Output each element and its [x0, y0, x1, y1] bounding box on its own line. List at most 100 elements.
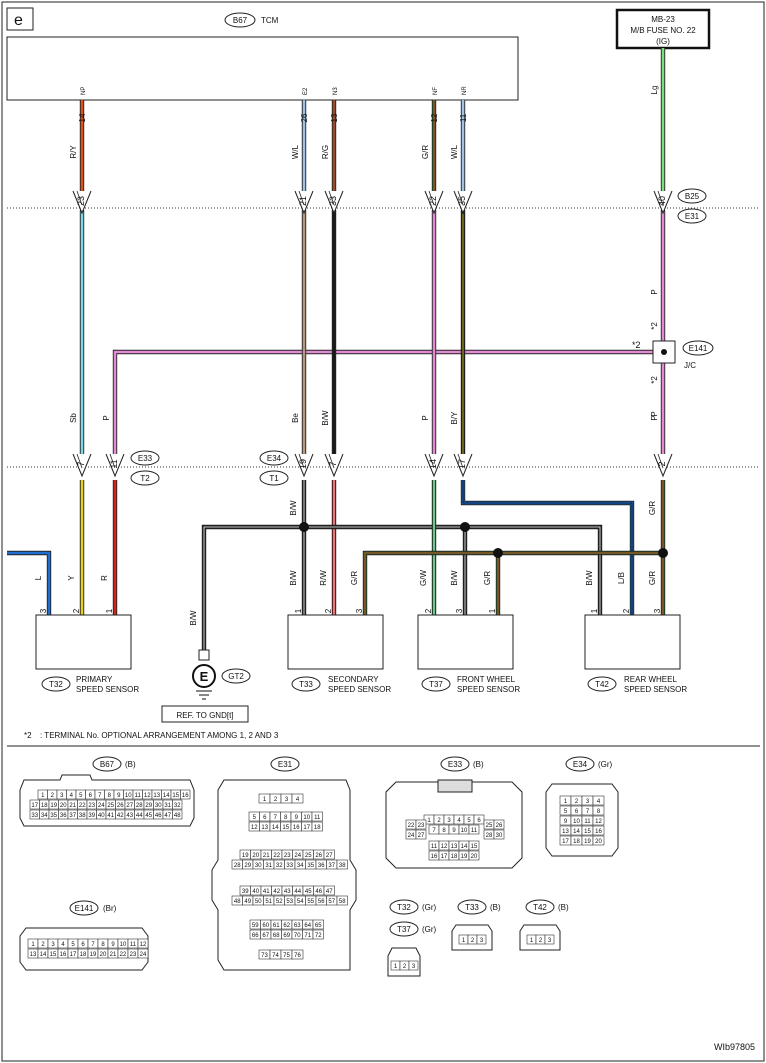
e34-row-2-pin: 12 [595, 819, 602, 825]
b67-row-0-pin: 9 [117, 793, 121, 799]
sensor-ref-oval-3 [587, 676, 617, 692]
e31-row-7-pin: 60 [262, 923, 269, 929]
e141-oval [69, 900, 99, 916]
e31-row-7-pin: 65 [315, 923, 322, 929]
e31-row-0-pin: 4 [296, 797, 300, 803]
sensor-wire-label-y: Y [67, 575, 76, 581]
b67-row-2-pin: 45 [145, 813, 152, 819]
e33-left-cell [415, 829, 427, 840]
tcm-wire-label-3: G/R [421, 145, 430, 159]
e31-oval [270, 756, 300, 772]
e34-row-4-pin: 18 [573, 839, 580, 845]
e34-row-3-pin: 16 [595, 829, 602, 835]
e31-row-4-pin: 37 [328, 863, 335, 869]
sensor-wire-label-bw_trunk: B/W [289, 500, 298, 516]
e31-row-6-pin: 54 [297, 899, 304, 905]
e31-row-5-pin: 42 [273, 889, 280, 895]
sensor-ref-oval-1 [291, 676, 321, 692]
e34-ref: E34 [267, 454, 282, 463]
e33-top-0-pin: 6 [477, 818, 481, 824]
conn-lg-inner [657, 190, 664, 206]
b67-row-1-pin: 21 [69, 803, 76, 809]
sensor-wire-label-t42_gr: G/R [648, 571, 657, 585]
e31-row-0-pin: 2 [274, 797, 278, 803]
e141-row-0-cell [137, 938, 149, 949]
conn-lower-4 [424, 453, 444, 478]
conn-lower-4-label: 14 [428, 459, 438, 469]
conn-n3-inner [328, 190, 335, 206]
e31-row-1-pin: 5 [253, 815, 257, 821]
e33-bottom-1-cell [468, 850, 480, 861]
e33-left-pin: 24 [408, 833, 415, 839]
e31-row-4-pin: 31 [265, 863, 272, 869]
e141-row-0-pin: 7 [91, 942, 95, 948]
bw-branch-t37-stripe [304, 526, 601, 615]
t42-row-pin: 3 [548, 938, 552, 944]
e31-row-3-pin: 19 [242, 853, 249, 859]
ground-circle [192, 664, 216, 688]
b67-oval [92, 756, 122, 772]
b67-row-1-pin: 25 [107, 803, 114, 809]
lower-wire-label-2: Be [291, 413, 300, 423]
sensor-box-3 [584, 614, 681, 670]
e31-row-8-pin: 71 [304, 933, 311, 939]
b67-row-0-pin: 3 [60, 793, 64, 799]
e34-row-1-pin: 5 [564, 809, 568, 815]
e33-top-1-pin: 9 [452, 828, 456, 834]
sensor-pin-2-0: 2 [424, 608, 433, 613]
e31-row-1-cell [311, 811, 323, 822]
e141-row-1-pin: 18 [80, 952, 87, 958]
e33-top-1-pin: 10 [461, 828, 468, 834]
e141-row-1-pin: 20 [100, 952, 107, 958]
sensor-wire-label-t33_rw: R/W [319, 570, 328, 586]
e141-row-1-pin: 21 [110, 952, 117, 958]
sensor-line2-0: SPEED SENSOR [76, 685, 139, 694]
t33-oval [457, 899, 487, 915]
e34-row-0-pin: 3 [586, 799, 590, 805]
conn-lower-6-label: 2 [657, 461, 667, 466]
b67-row-2-pin: 44 [136, 813, 143, 819]
conn-lower-4-inner [428, 453, 435, 469]
l-wire-fill [7, 551, 51, 615]
e141-row-1-pin: 24 [140, 952, 147, 958]
sensor-pin-2-2: 1 [488, 608, 497, 613]
e31-row-6-pin: 58 [339, 899, 346, 905]
conn-lower-5-inner [457, 453, 464, 469]
tcm-wire-label-4: W/L [450, 144, 459, 159]
conn-lower-3-inner [328, 453, 335, 469]
tcm-pin-name-3: NF [433, 87, 439, 95]
footnote-mark: *2 [24, 731, 32, 740]
e33-bottom-1-pin: 17 [441, 854, 448, 860]
b67-ref: B67 [100, 760, 115, 769]
e34-row-2-pin: 9 [564, 819, 568, 825]
e34-row-1-cell [592, 805, 605, 816]
pink-bridge-wire [112, 349, 653, 460]
sensor-pin-1-1: 2 [324, 608, 333, 613]
e141-row-1-pin: 22 [120, 952, 127, 958]
e31-row-6-cell [336, 895, 348, 906]
e33-top-0-pin: 5 [467, 818, 471, 824]
e33-top-0-pin: 2 [437, 818, 441, 824]
b67-row-1-pin: 20 [60, 803, 67, 809]
b25-oval [677, 188, 707, 204]
b67-row-0-pin: 11 [135, 793, 142, 799]
conn-np [72, 190, 92, 215]
star2-left-label: *2 [632, 340, 641, 350]
e141-row-0-pin: 10 [120, 942, 127, 948]
ground-stub [198, 649, 210, 661]
e34-row-2-cell [592, 815, 605, 826]
e34-row-0-pin: 1 [564, 799, 568, 805]
fuse-line3: (IG) [656, 37, 670, 46]
e34-row-1-pin: 8 [597, 809, 601, 815]
e31-row-7-pin: 59 [252, 923, 259, 929]
b67-row-2-pin: 33 [31, 813, 38, 819]
b67-row-2-pin: 46 [155, 813, 162, 819]
conn-lower-2-inner [298, 453, 305, 469]
lower-wire-label-0: Sb [69, 413, 78, 423]
e33-latch [437, 779, 473, 793]
conn-nf [424, 190, 444, 215]
t33-row-pin: 3 [480, 938, 484, 944]
e31-row-3-pin: 20 [252, 853, 259, 859]
t37-row-pin: 3 [412, 964, 416, 970]
